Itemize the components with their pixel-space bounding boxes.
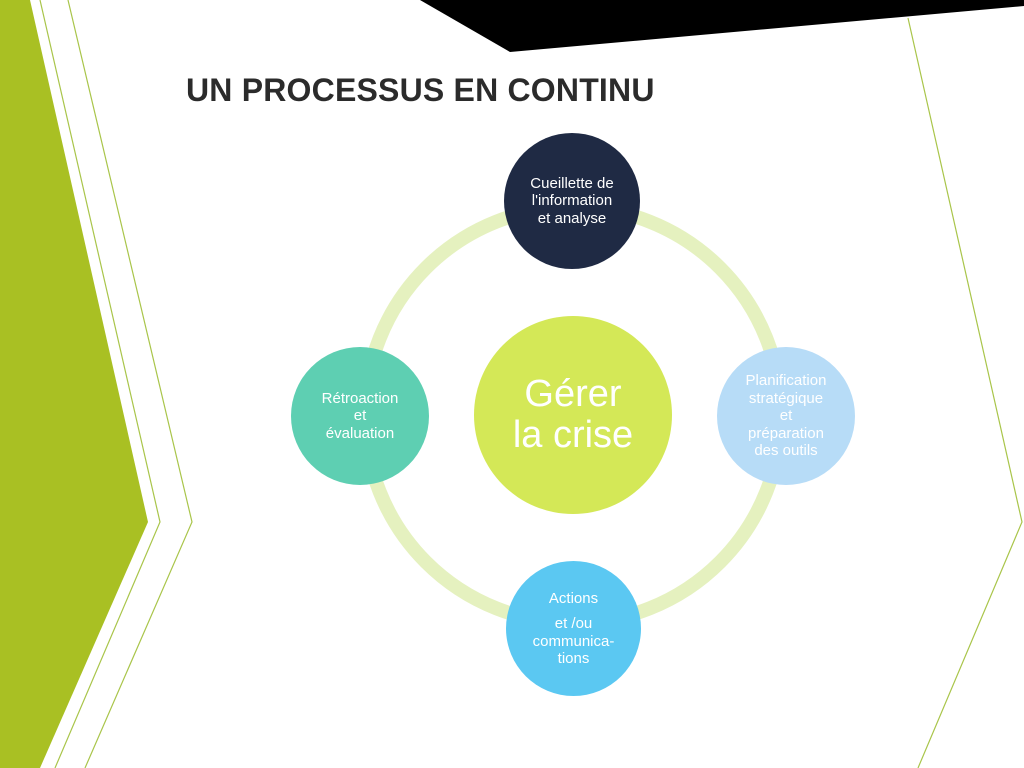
node-text-line: des outils xyxy=(754,442,818,460)
left-green-chevron xyxy=(0,0,148,768)
center-node-gerer-la-crise: Gérer la crise xyxy=(474,316,672,514)
node-text-line: Actions xyxy=(548,589,599,607)
node-text-line: préparation xyxy=(748,424,824,442)
node-text-line: l'information xyxy=(531,192,613,210)
node-text-line: stratégique xyxy=(748,389,824,407)
center-text-line: Gérer xyxy=(524,373,622,415)
node-text-line: Planification xyxy=(745,372,827,390)
center-text-line: la crise xyxy=(512,414,634,456)
slide-title: UN PROCESSUS EN CONTINU xyxy=(186,72,655,108)
left-outline-line-2 xyxy=(67,0,193,768)
node-cueillette-information: Cueillette de l'information et analyse xyxy=(504,133,640,269)
node-text-line: tions xyxy=(557,650,590,667)
node-text-line: évaluation xyxy=(325,424,395,442)
node-actions-communications: Actions et /ou communica- tions xyxy=(506,561,641,696)
node-text-line: Cueillette de xyxy=(530,174,614,192)
node-text-line: et analyse xyxy=(537,209,607,227)
node-text-line: Rétroaction xyxy=(321,389,399,407)
node-retroaction-evaluation: Rétroaction et évaluation xyxy=(291,347,429,485)
node-text-line: et xyxy=(353,407,367,425)
node-text-line: et xyxy=(779,407,793,425)
node-text-line: communica- xyxy=(532,632,615,650)
right-outline-line xyxy=(907,17,1023,768)
node-text-line: et /ou xyxy=(554,615,593,632)
top-black-banner xyxy=(420,0,1024,52)
node-planification-strategique: Planification stratégique et préparation… xyxy=(717,347,855,485)
left-outline-line-1 xyxy=(39,0,161,768)
